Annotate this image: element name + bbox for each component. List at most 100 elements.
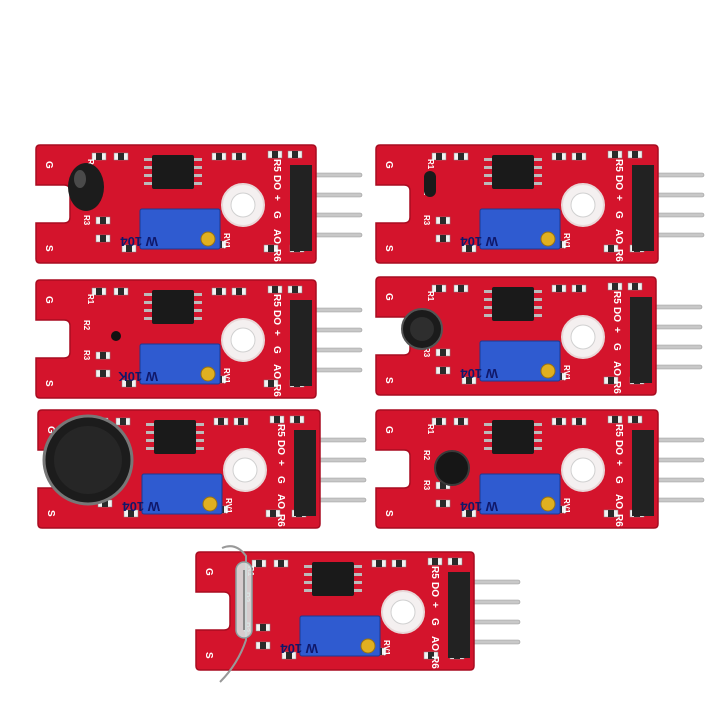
smd-component-body bbox=[440, 367, 446, 374]
smd-component-body bbox=[608, 377, 614, 384]
chip-pin bbox=[146, 439, 154, 442]
header-pin bbox=[309, 192, 363, 198]
label-g: G bbox=[383, 293, 394, 301]
label-g: G bbox=[43, 161, 54, 169]
chip-pin bbox=[146, 447, 154, 450]
header-pin bbox=[309, 347, 363, 353]
smd-component-body bbox=[238, 418, 244, 425]
smd-component-body bbox=[218, 418, 224, 425]
label-r5: R5 bbox=[429, 566, 440, 579]
microphone-mesh bbox=[410, 317, 434, 341]
smd-component-body bbox=[608, 245, 614, 252]
label-ao: AO bbox=[613, 494, 624, 509]
chip-pin bbox=[304, 581, 312, 584]
chip-pin bbox=[484, 166, 492, 169]
header-pin bbox=[649, 364, 703, 370]
chip-pin bbox=[146, 423, 154, 426]
smd-component-body bbox=[268, 380, 274, 387]
label-r1: R1 bbox=[86, 294, 95, 305]
smd-component-body bbox=[100, 352, 106, 359]
header-pin bbox=[651, 172, 705, 178]
header-pin bbox=[649, 344, 703, 350]
smd-component-body bbox=[440, 349, 446, 356]
smd-component-body bbox=[556, 153, 562, 160]
chip-pin bbox=[196, 431, 204, 434]
chip-pin bbox=[354, 581, 362, 584]
large-microphone-mesh bbox=[54, 426, 122, 494]
label-rv1: RV1 bbox=[222, 368, 231, 384]
pin-header bbox=[630, 297, 652, 383]
label-s: S bbox=[383, 510, 394, 517]
label-r3: R3 bbox=[82, 350, 91, 361]
smd-component-body bbox=[270, 510, 276, 517]
chip-pin bbox=[534, 174, 542, 177]
label-rv1: RV1 bbox=[562, 233, 571, 249]
label-r5: R5 bbox=[275, 424, 286, 437]
label-rv1: RV1 bbox=[382, 640, 391, 656]
header-pin bbox=[651, 437, 705, 443]
potentiometer-screw bbox=[540, 231, 556, 247]
smd-component-body bbox=[436, 153, 442, 160]
label-do: DO bbox=[275, 440, 286, 455]
potentiometer bbox=[139, 343, 221, 385]
header-pin bbox=[313, 477, 367, 483]
potentiometer-screw bbox=[202, 496, 218, 512]
chip-pin bbox=[484, 182, 492, 185]
chip-pin bbox=[534, 431, 542, 434]
label-do: DO bbox=[429, 582, 440, 597]
label-g: G bbox=[383, 426, 394, 434]
smd-component-body bbox=[428, 652, 434, 659]
potentiometer-label: W 10K bbox=[118, 369, 158, 384]
smd-component-body bbox=[466, 245, 472, 252]
potentiometer bbox=[479, 473, 561, 515]
smd-component-body bbox=[102, 500, 108, 507]
chip-pin bbox=[144, 174, 152, 177]
mounting-hole-center bbox=[390, 599, 416, 625]
ic-chip bbox=[154, 420, 196, 454]
chip-pin bbox=[484, 174, 492, 177]
pcb bbox=[375, 144, 659, 264]
label-rv1: RV1 bbox=[562, 498, 571, 514]
pin-header bbox=[448, 572, 470, 658]
label-r3: R3 bbox=[422, 215, 431, 226]
potentiometer-screw bbox=[540, 363, 556, 379]
header-pin bbox=[651, 477, 705, 483]
label-r3: R3 bbox=[422, 480, 431, 491]
smd-component-body bbox=[272, 151, 278, 158]
chip-pin bbox=[144, 166, 152, 169]
label-ao: AO bbox=[613, 229, 624, 244]
header-pin bbox=[467, 579, 521, 585]
smd-component-body bbox=[612, 151, 618, 158]
chip-pin bbox=[196, 447, 204, 450]
potentiometer-screw bbox=[200, 366, 216, 382]
header-pin bbox=[649, 304, 703, 310]
chip-pin bbox=[484, 439, 492, 442]
label-r5: R5 bbox=[613, 424, 624, 437]
label-ground: G bbox=[271, 211, 282, 219]
label-r6: R6 bbox=[271, 384, 282, 397]
chip-pin bbox=[534, 298, 542, 301]
mounting-hole-center bbox=[232, 457, 258, 483]
potentiometer-label: W 104 bbox=[122, 499, 160, 514]
smd-component-body bbox=[268, 245, 274, 252]
chip-pin bbox=[196, 439, 204, 442]
label-ground: G bbox=[611, 343, 622, 351]
label-do: DO bbox=[271, 175, 282, 190]
smd-component-body bbox=[260, 624, 266, 631]
chip-pin bbox=[484, 431, 492, 434]
smd-component-body bbox=[576, 418, 582, 425]
chip-pin bbox=[484, 290, 492, 293]
label-ground: G bbox=[613, 476, 624, 484]
chip-pin bbox=[534, 290, 542, 293]
chip-pin bbox=[144, 309, 152, 312]
pin-header bbox=[632, 430, 654, 516]
potentiometer-label: W 104 bbox=[460, 234, 498, 249]
chip-pin bbox=[534, 314, 542, 317]
smd-component-body bbox=[216, 153, 222, 160]
smd-component-body bbox=[292, 151, 298, 158]
smd-component-body bbox=[440, 235, 446, 242]
